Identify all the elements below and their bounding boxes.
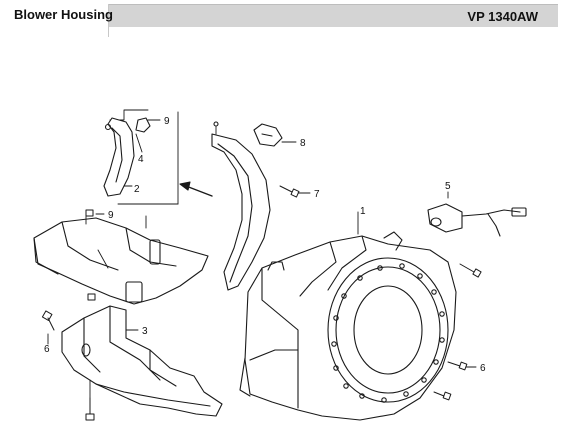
sensor-part <box>427 191 527 237</box>
callout-5: 5 <box>445 181 451 192</box>
upper-shroud-part <box>33 213 209 305</box>
callout-6-right: 6 <box>480 363 486 374</box>
model-number: VP 1340AW <box>467 9 538 24</box>
baffle-plate-part <box>211 121 271 291</box>
callout-9-top: 9 <box>164 116 170 127</box>
callout-labels: 1 2 3 4 5 6 6 7 8 9 9 <box>44 116 486 374</box>
callout-4: 4 <box>138 154 144 165</box>
clip-part <box>253 123 297 147</box>
page-header: Blower Housing VP 1340AW <box>4 4 558 38</box>
page-title: Blower Housing <box>14 7 113 22</box>
direction-arrow <box>179 181 213 197</box>
callout-6-left: 6 <box>44 344 50 355</box>
callout-1: 1 <box>360 206 366 217</box>
lower-shroud-part <box>61 305 223 417</box>
screw-fasteners <box>41 185 482 421</box>
callout-8: 8 <box>300 138 306 149</box>
header-bar <box>4 4 558 27</box>
callout-9-left: 9 <box>108 210 114 221</box>
title-tab <box>4 4 109 37</box>
blower-housing-part <box>239 211 457 421</box>
callout-2: 2 <box>134 184 140 195</box>
callout-7: 7 <box>314 189 320 200</box>
callout-3: 3 <box>142 326 148 337</box>
bracket-part <box>103 109 179 205</box>
